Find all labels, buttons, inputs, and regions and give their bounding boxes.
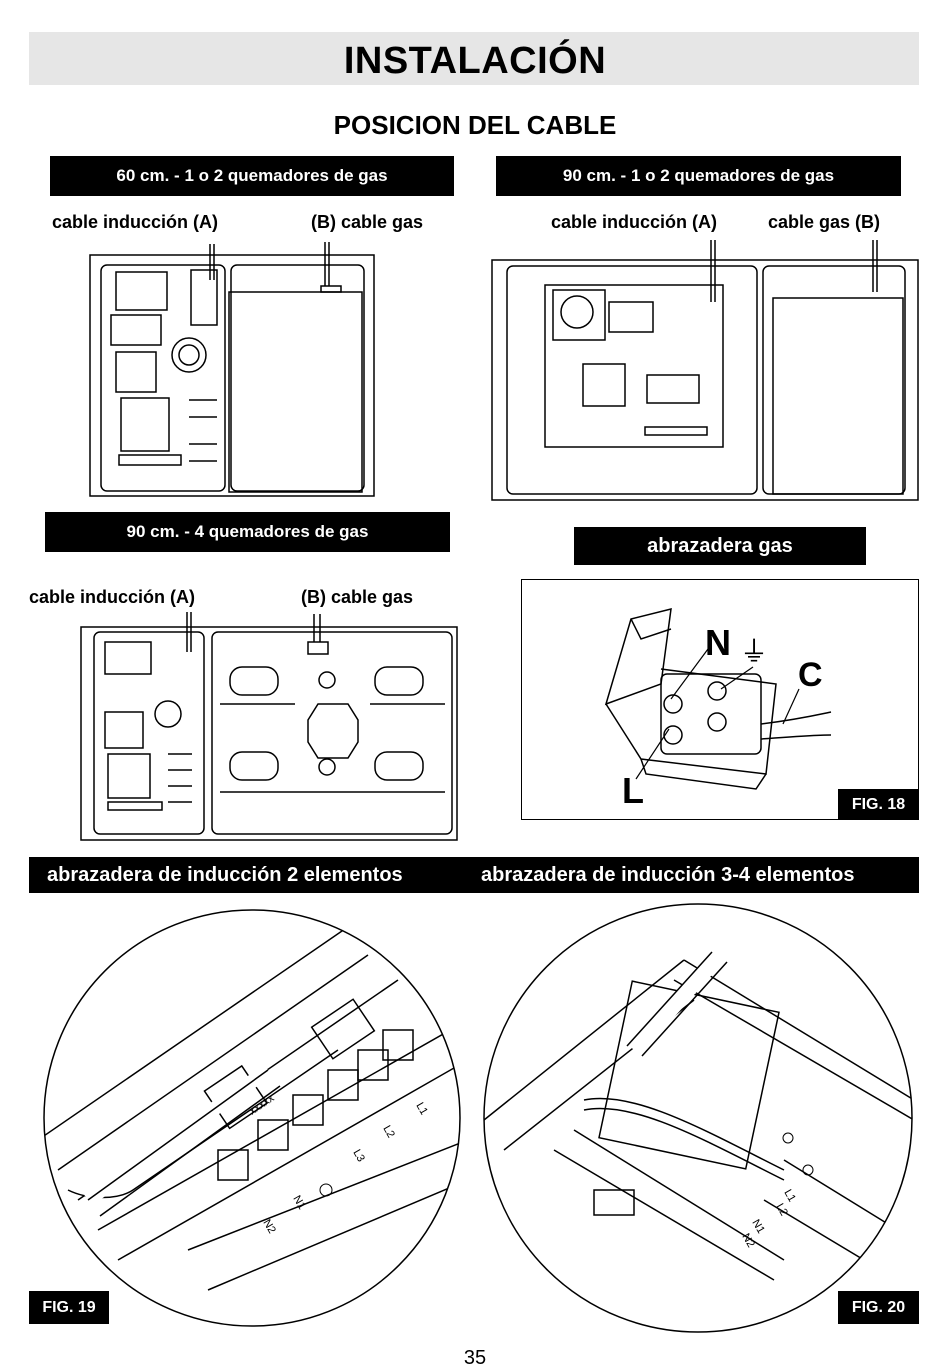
svg-text:N1: N1 [749,1218,766,1236]
svg-text:L1: L1 [413,1101,430,1118]
label-induction-cable-90cm-4: cable inducción (A) [29,587,196,607]
section-header-90cm-1-2: 90 cm. - 1 o 2 quemadores de gas [496,156,901,196]
fig18-label: FIG. 18 [838,789,919,820]
label-induction-cable-90cm: cable inducción (A) [551,212,718,232]
title-band [29,32,919,85]
page-subtitle: POSICION DEL CABLE [333,110,617,140]
section-header-gas-clamp: abrazadera gas [574,527,866,565]
label-gas-cable-60cm: (B) cable gas [311,212,424,232]
page-number: 35 [463,1347,487,1369]
label-gas-cable-90cm-4: (B) cable gas [301,587,414,607]
diagram-90cm-4-cable-position [80,612,458,841]
terminal-letter-n: N [705,622,731,663]
fig20-label: FIG. 20 [838,1291,919,1324]
diagram-90cm-1-2-cable-position [491,240,919,501]
section-header-60cm: 60 cm. - 1 o 2 quemadores de gas [50,156,454,196]
induction-header-3-4-elements: abrazadera de inducción 3-4 elementos [481,864,855,886]
earth-icon: ⏚ [740,636,769,667]
section-header-90cm-4: 90 cm. - 4 quemadores de gas [45,512,450,552]
cable-letter-c: C [798,656,823,694]
induction-clamp-2-elements-illustration: xxxxx L1 L2 L3 N1 N2 [43,909,461,1327]
page-title: INSTALACIÓN [343,40,607,82]
gas-clamp-illustration [604,608,832,790]
svg-text:L2: L2 [773,1202,790,1219]
fig19-label: FIG. 19 [29,1291,109,1324]
svg-text:L2: L2 [380,1124,397,1141]
svg-text:L3: L3 [350,1148,367,1165]
svg-text:L1: L1 [781,1188,798,1205]
induction-header-2-elements: abrazadera de inducción 2 elementos [47,864,403,886]
label-induction-cable-60cm: cable inducción (A) [52,212,219,232]
terminal-letter-l: L [622,770,644,811]
induction-clamp-3-4-elements-illustration: L1 L2 N1 N2 [483,903,913,1333]
label-gas-cable-90cm: cable gas (B) [768,212,881,232]
diagram-60cm-cable-position [89,242,375,497]
induction-header-band [29,857,919,893]
